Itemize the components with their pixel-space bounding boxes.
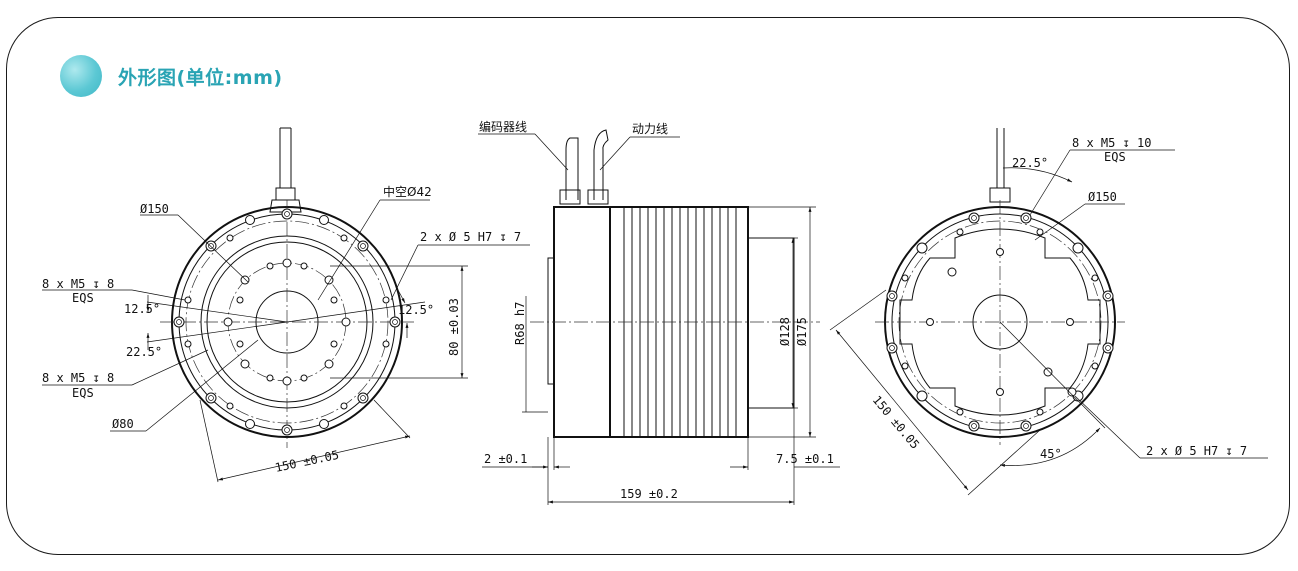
front-angle-22-5: 22.5° bbox=[126, 345, 162, 359]
mid-bolt-holes bbox=[184, 234, 390, 410]
side-dim-7-5: 7.5 ±0.1 bbox=[776, 452, 834, 466]
rear-angle-22-5: 22.5° bbox=[1012, 156, 1048, 170]
front-screw-top-label: 8 x M5 ↧ 8 bbox=[42, 277, 114, 291]
encoder-gland bbox=[559, 189, 581, 205]
front-dim-80: 80 ±0.03 bbox=[447, 298, 461, 356]
inner-bolt-holes bbox=[223, 258, 351, 386]
section-header: 外形图(单位:mm) bbox=[60, 54, 283, 98]
front-view: Ø150 中空Ø42 2 x Ø 5 H7 ↧ 7 8 x M5 ↧ 8 EQS… bbox=[42, 127, 530, 483]
cable-gland bbox=[275, 187, 296, 201]
outer-bolt-holes bbox=[173, 208, 401, 436]
rear-angle-45: 45° bbox=[1040, 447, 1062, 461]
rear-dim-150: 150 ±0.05 bbox=[870, 393, 923, 452]
side-dim-159: 159 ±0.2 bbox=[620, 487, 678, 501]
front-screw-bottom-label: 8 x M5 ↧ 8 bbox=[42, 371, 114, 385]
rear-cable-gland bbox=[989, 187, 1011, 203]
power-gland bbox=[587, 189, 609, 205]
front-dia-80-label: Ø80 bbox=[112, 417, 134, 431]
front-screw-top-sub: EQS bbox=[72, 291, 94, 305]
rear-recess bbox=[899, 228, 1101, 416]
front-dia-150-label: Ø150 bbox=[140, 202, 169, 216]
rear-view: 22.5° 8 x M5 ↧ 10 EQS Ø150 150 ±0.05 45°… bbox=[829, 128, 1268, 496]
front-dim-150: 150 ±0.05 bbox=[274, 448, 341, 475]
front-angle-12-5-right: 12.5° bbox=[398, 303, 434, 317]
side-dia-175-label: Ø175 bbox=[795, 317, 809, 346]
rear-screw-label: 8 x M5 ↧ 10 bbox=[1072, 136, 1151, 150]
front-hollow-label: 中空Ø42 bbox=[383, 184, 432, 199]
rear-pin-holes-label: 2 x Ø 5 H7 ↧ 7 bbox=[1146, 444, 1247, 458]
side-r68-label: R68 h7 bbox=[513, 302, 527, 345]
bullet-circle-icon bbox=[60, 55, 102, 97]
side-dim-2: 2 ±0.1 bbox=[484, 452, 527, 466]
front-pin-holes-label: 2 x Ø 5 H7 ↧ 7 bbox=[420, 230, 521, 244]
rear-dia-150-label: Ø150 bbox=[1088, 190, 1117, 204]
rear-screw-sub: EQS bbox=[1104, 150, 1126, 164]
section-title: 外形图(单位:mm) bbox=[118, 66, 283, 89]
front-angle-12-5-left: 12.5° bbox=[124, 302, 160, 316]
side-dia-128-label: Ø128 bbox=[778, 317, 792, 346]
power-cable-label: 动力线 bbox=[632, 122, 668, 136]
side-view: 编码器线 动力线 R68 h7 Ø128 Ø175 2 ±0.1 7.5 ±0.… bbox=[478, 119, 840, 505]
front-screw-bottom-sub: EQS bbox=[72, 386, 94, 400]
encoder-cable-label: 编码器线 bbox=[479, 119, 527, 134]
drawing-frame bbox=[6, 17, 1290, 555]
